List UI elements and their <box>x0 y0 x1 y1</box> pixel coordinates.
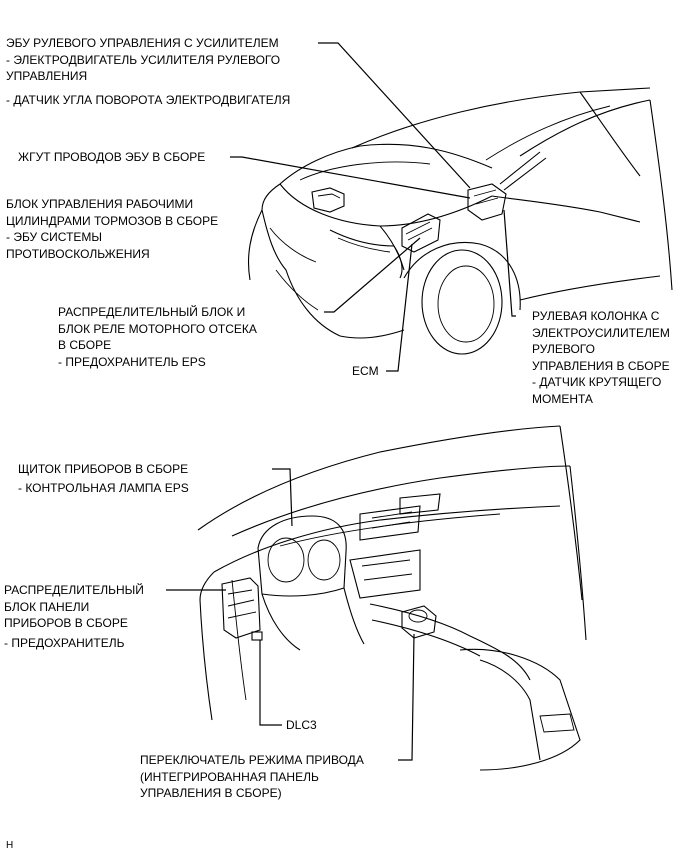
label-line: БЛОК УПРАВЛЕНИЯ РАБОЧИМИ <box>6 197 194 211</box>
label-line: ЭБУ РУЛЕВОГО УПРАВЛЕНИЯ С УСИЛИТЕЛЕМ <box>6 36 279 50</box>
footer-code: H <box>6 840 14 851</box>
label-line: УПРАВЛЕНИЯ В СБОРЕ) <box>140 786 282 800</box>
brake-actuator-shape <box>311 187 345 213</box>
junction-block-shape <box>221 577 263 641</box>
label-line: РАСПРЕДЕЛИТЕЛЬНЫЙ <box>4 583 144 597</box>
label-line: DLC3 <box>286 718 317 732</box>
label-line: РАСПРЕДЕЛИТЕЛЬНЫЙ БЛОК И <box>58 305 246 319</box>
label-line: - ЭБУ СИСТЕМЫ <box>6 230 103 244</box>
drive-mode-switch-shape <box>401 605 437 639</box>
label-line: ЩИТОК ПРИБОРОВ В СБОРЕ <box>18 462 189 476</box>
label-line: УПРАВЛЕНИЯ В СБОРЕ <box>532 358 670 373</box>
label-line: БЛОК ПАНЕЛИ <box>4 599 90 614</box>
label-line: УПРАВЛЕНИЯ <box>6 69 88 83</box>
combination-meter-shape <box>257 515 347 597</box>
label-eps-ecu: ЭБУ РУЛЕВОГО УПРАВЛЕНИЯ С УСИЛИТЕЛЕМ - Э… <box>6 35 290 108</box>
label-line: БЛОК РЕЛЕ МОТОРНОГО ОТСЕКА <box>58 321 257 336</box>
label-ecm: ECM <box>352 363 379 380</box>
label-brake-actuator: БЛОК УПРАВЛЕНИЯ РАБОЧИМИ ЦИЛИНДРАМИ ТОРМ… <box>6 196 218 262</box>
label-line: (ИНТЕГРИРОВАННАЯ ПАНЕЛЬ <box>140 769 319 784</box>
label-line: ECM <box>352 364 379 378</box>
label-line: - ЭЛЕКТРОДВИГАТЕЛЬ УСИЛИТЕЛЯ РУЛЕВОГО <box>6 52 281 67</box>
label-line: - ПРЕДОХРАНИТЕЛЬ <box>4 635 125 650</box>
bottom-leader-lines <box>166 468 415 761</box>
label-drive-mode-switch: ПЕРЕКЛЮЧАТЕЛЬ РЕЖИМА ПРИВОДА (ИНТЕГРИРОВ… <box>140 752 364 802</box>
dashboard-illustration <box>197 425 587 771</box>
label-line: ПЕРЕКЛЮЧАТЕЛЬ РЕЖИМА ПРИВОДА <box>140 753 364 767</box>
label-line: МОМЕНТА <box>532 391 593 406</box>
label-engine-relay-block: РАСПРЕДЕЛИТЕЛЬНЫЙ БЛОК И БЛОК РЕЛЕ МОТОР… <box>58 304 257 370</box>
label-line: ЦИЛИНДРАМИ ТОРМОЗОВ В СБОРЕ <box>6 213 219 228</box>
relay-block-shape <box>401 213 441 253</box>
label-line: В СБОРЕ <box>58 338 112 352</box>
eps-ecu-shape <box>467 151 547 221</box>
label-line: - КОНТРОЛЬНАЯ ЛАМПА EPS <box>18 480 189 495</box>
label-dlc3: DLC3 <box>286 717 317 734</box>
label-line: РУЛЕВАЯ КОЛОНКА С <box>532 309 660 323</box>
label-line: ЭЛЕКТРОУСИЛИТЕЛЕМ <box>532 325 670 340</box>
label-steering-column: РУЛЕВАЯ КОЛОНКА С ЭЛЕКТРОУСИЛИТЕЛЕМ РУЛЕ… <box>532 308 670 407</box>
label-instrument-panel-block: РАСПРЕДЕЛИТЕЛЬНЫЙ БЛОК ПАНЕЛИ ПРИБОРОВ В… <box>4 582 144 651</box>
label-line: - ПРЕДОХРАНИТЕЛЬ EPS <box>58 354 206 369</box>
label-line: ПРИБОРОВ В СБОРЕ <box>4 616 128 630</box>
label-line: - ДАТЧИК КРУТЯЩЕГО <box>532 375 662 389</box>
label-line: ЖГУТ ПРОВОДОВ ЭБУ В СБОРЕ <box>18 150 206 164</box>
label-line: РУЛЕВОГО <box>532 342 595 356</box>
top-leader-lines <box>230 42 516 372</box>
label-ecu-harness: ЖГУТ ПРОВОДОВ ЭБУ В СБОРЕ <box>18 149 205 166</box>
label-line: ПРОТИВОСКОЛЬЖЕНИЯ <box>6 246 150 261</box>
label-combination-meter: ЩИТОК ПРИБОРОВ В СБОРЕ - КОНТРОЛЬНАЯ ЛАМ… <box>18 461 189 496</box>
label-line: - ДАТЧИК УГЛА ПОВОРОТА ЭЛЕКТРОДВИГАТЕЛЯ <box>6 92 291 107</box>
